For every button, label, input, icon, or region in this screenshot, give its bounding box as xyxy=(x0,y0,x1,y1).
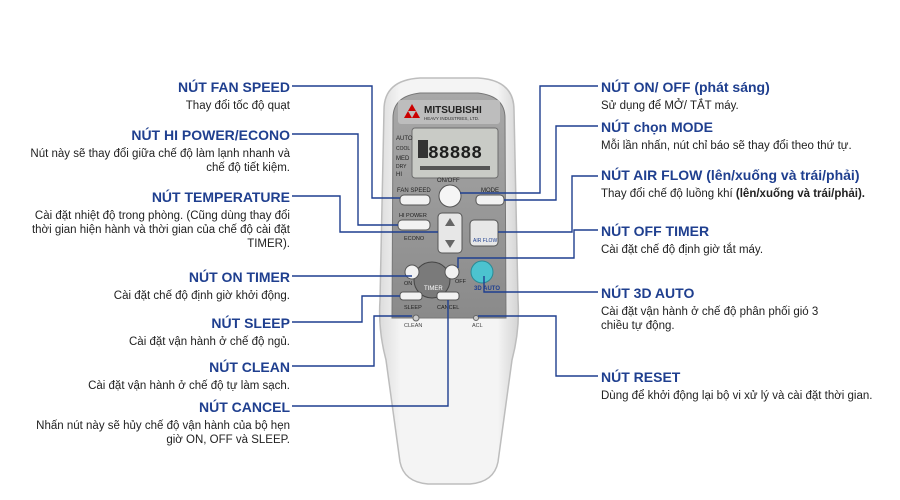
hi-power-econo-button[interactable] xyxy=(397,219,431,231)
leader-reset xyxy=(478,315,598,377)
lcd-mode-auto: AUTO xyxy=(396,136,413,142)
callout-mode: NÚT chọn MODE Mỗi lần nhấn, nút chỉ báo … xyxy=(601,118,893,153)
fan-speed-button[interactable] xyxy=(399,194,431,206)
callout-cancel: NÚT CANCEL Nhấn nút này sẽ hủy chế độ vậ… xyxy=(20,398,290,447)
callout-desc: Thay đổi tốc độ quạt xyxy=(185,100,290,112)
callout-on-timer: NÚT ON TIMER Cài đặt chế độ định giờ khở… xyxy=(20,268,290,303)
leader-cancel xyxy=(292,300,449,407)
callout-desc: Cài đặt nhiệt độ trong phòng. (Cũng dùng… xyxy=(31,210,290,250)
sleep-button[interactable] xyxy=(399,291,423,301)
callout-desc: Mỗi lần nhấn, nút chỉ báo sẽ thay đổi th… xyxy=(601,140,852,152)
leader-on-off xyxy=(460,85,598,194)
callout-desc: Thay đổi chế độ luồng khí (lên/xuống và … xyxy=(601,187,893,201)
leader-clean xyxy=(292,315,412,367)
callout-air-flow: NÚT AIR FLOW (lên/xuống và trái/phải) Th… xyxy=(601,166,893,201)
callout-fan-speed: NÚT FAN SPEED Thay đổi tốc độ quạt xyxy=(20,78,290,113)
acl-label: ACL xyxy=(472,323,483,329)
callout-title: NÚT RESET xyxy=(601,369,681,385)
acl-reset-button[interactable] xyxy=(473,315,479,321)
leader-hi-power xyxy=(292,133,398,226)
callout-title: NÚT HI POWER/ECONO xyxy=(131,127,290,143)
3d-auto-label: 3D AUTO xyxy=(474,286,500,292)
callout-title: NÚT OFF TIMER xyxy=(601,223,710,239)
on-timer-button[interactable] xyxy=(404,264,420,280)
callout-title: NÚT 3D AUTO xyxy=(601,285,695,301)
callout-sleep: NÚT SLEEP Cài đặt vận hành ở chế độ ngủ. xyxy=(20,314,290,349)
callout-desc: Cài đặt chế độ định giờ tắt máy. xyxy=(601,244,764,256)
callout-on-off: NÚT ON/ OFF (phát sáng) Sử dụng để MỞ/ T… xyxy=(601,78,893,113)
mode-label: MODE xyxy=(481,188,499,194)
callout-off-timer: NÚT OFF TIMER Cài đặt chế độ định giờ tắ… xyxy=(601,222,893,257)
brand-subtitle: HEAVY INDUSTRIES, LTD. xyxy=(424,116,479,121)
callout-title: NÚT CANCEL xyxy=(199,399,290,415)
lcd-indicator-bar xyxy=(420,166,490,170)
callout-desc: Nhấn nút này sẽ hủy chế độ vận hành của … xyxy=(36,420,290,446)
callout-title: NÚT ON/ OFF (phát sáng) xyxy=(601,79,770,95)
callout-desc-bold: (lên/xuống và trái/phải). xyxy=(735,188,865,200)
callout-clean: NÚT CLEAN Cài đặt vận hành ở chế độ tự l… xyxy=(20,358,290,393)
callout-desc: Nút này sẽ thay đổi giữa chế độ làm lạnh… xyxy=(30,148,290,174)
callout-desc-text: Thay đổi chế độ luồng khí xyxy=(601,188,736,200)
callout-title: NÚT SLEEP xyxy=(211,315,290,331)
callout-title: NÚT TEMPERATURE xyxy=(151,189,290,205)
mode-button[interactable] xyxy=(475,194,505,206)
callout-title: NÚT CLEAN xyxy=(209,359,290,375)
3d-auto-button[interactable] xyxy=(470,260,494,284)
lcd-fan-segment xyxy=(418,140,428,158)
econo-label: ECONO xyxy=(404,236,425,242)
off-timer-label: OFF xyxy=(455,279,467,285)
callout-reset: NÚT RESET Dùng để khởi động lại bộ vi xử… xyxy=(601,368,893,403)
temperature-button[interactable] xyxy=(437,212,463,254)
callout-title: NÚT chọn MODE xyxy=(601,119,713,135)
on-off-label: ON/OFF xyxy=(437,178,460,184)
callout-hi-power-econo: NÚT HI POWER/ECONO Nút này sẽ thay đổi g… xyxy=(20,126,290,175)
clean-button[interactable] xyxy=(412,314,420,322)
leader-air-flow xyxy=(498,175,598,233)
callout-desc: Cài đặt vận hành ở chế độ phân phối gió … xyxy=(601,306,819,332)
lcd-mode-cool: COOL xyxy=(396,146,410,152)
lcd-digits: 88888 xyxy=(428,144,482,164)
brand-name: MITSUBISHI xyxy=(424,105,482,116)
callout-desc: Sử dụng để MỞ/ TẮT máy. xyxy=(601,100,739,112)
lcd-mode-dry: DRY xyxy=(396,164,407,170)
callout-temperature: NÚT TEMPERATURE Cài đặt nhiệt độ trong p… xyxy=(20,188,290,251)
cancel-button[interactable] xyxy=(436,291,460,301)
hi-power-label: HI POWER xyxy=(399,213,427,219)
callout-desc: Dùng để khởi động lại bộ vi xử lý và cài… xyxy=(601,390,873,402)
temperature-down-icon xyxy=(445,240,455,248)
callout-desc: Cài đặt chế độ định giờ khởi động. xyxy=(113,290,290,302)
off-timer-button[interactable] xyxy=(444,264,460,280)
clean-label: CLEAN xyxy=(404,323,422,329)
callout-desc: Cài đặt vận hành ở chế độ ngủ. xyxy=(129,336,290,348)
air-flow-button[interactable] xyxy=(469,219,499,247)
callout-title: NÚT AIR FLOW (lên/xuống và trái/phải) xyxy=(601,167,860,183)
temperature-up-icon xyxy=(445,218,455,226)
callout-desc: Cài đặt vận hành ở chế độ tự làm sạch. xyxy=(88,380,290,392)
brand-strip xyxy=(398,100,500,124)
lcd-mode-hi: HI xyxy=(396,172,402,178)
on-off-button[interactable] xyxy=(438,184,462,208)
leader-sleep xyxy=(292,295,400,323)
leader-temperature xyxy=(292,195,438,233)
callout-title: NÚT FAN SPEED xyxy=(177,79,290,95)
leader-fan-speed xyxy=(292,85,400,199)
timer-dial xyxy=(413,261,451,299)
fan-speed-label: FAN SPEED xyxy=(397,188,431,194)
leader-3d-auto xyxy=(483,276,598,293)
leader-mode xyxy=(504,125,598,201)
callout-title: NÚT ON TIMER xyxy=(188,269,290,285)
callout-3d-auto: NÚT 3D AUTO Cài đặt vận hành ở chế độ ph… xyxy=(601,284,841,333)
on-timer-label: ON xyxy=(404,281,412,287)
leader-lines xyxy=(292,85,598,407)
mitsubishi-logo-icon xyxy=(404,104,420,118)
air-flow-label: AIR FLOW xyxy=(473,238,497,244)
lcd-mode-med: MED xyxy=(396,156,410,162)
lcd-screen xyxy=(411,127,499,179)
timer-label: TIMER xyxy=(424,286,443,292)
sleep-label: SLEEP xyxy=(404,305,422,311)
leader-off-timer xyxy=(457,229,598,268)
